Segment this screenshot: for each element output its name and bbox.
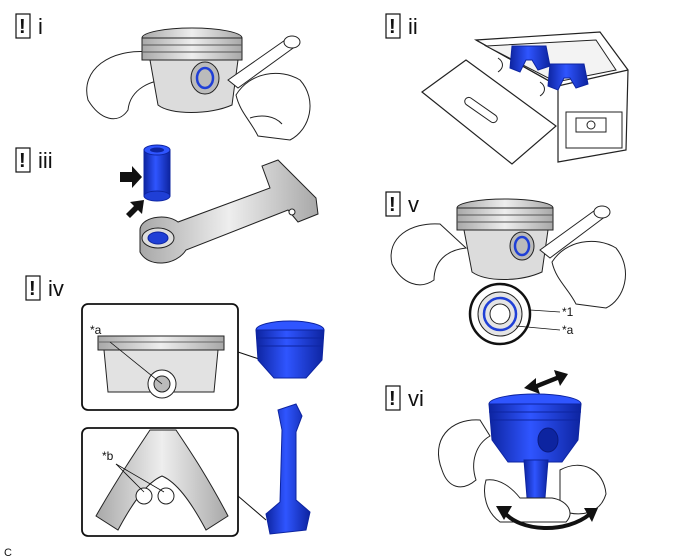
svg-text:*a: *a xyxy=(562,323,574,337)
svg-text:!: ! xyxy=(389,16,396,38)
step-ii-illustration xyxy=(421,31,629,165)
step-i-label: ! i xyxy=(15,13,43,39)
figure-code: C xyxy=(4,547,12,559)
step-iii-label: ! iii xyxy=(15,147,53,173)
svg-text:!: ! xyxy=(19,150,26,172)
insert-arrow-icon xyxy=(126,200,144,218)
svg-text:!: ! xyxy=(389,388,396,410)
svg-text:ii: ii xyxy=(408,14,418,39)
svg-text:v: v xyxy=(408,192,419,217)
rotate-direction-arrow-icon xyxy=(502,510,592,531)
insert-arrow-icon xyxy=(120,166,142,188)
svg-text:vi: vi xyxy=(408,386,424,411)
svg-text:!: ! xyxy=(19,16,26,38)
svg-text:!: ! xyxy=(29,278,36,300)
svg-text:iv: iv xyxy=(48,276,64,301)
step-vi-label: ! vi xyxy=(385,385,424,411)
step-v-illustration: *1 *a xyxy=(390,198,626,346)
svg-text:iii: iii xyxy=(38,148,53,173)
svg-text:i: i xyxy=(38,14,43,39)
svg-text:!: ! xyxy=(389,194,396,216)
svg-text:*a: *a xyxy=(90,323,102,337)
step-i-illustration xyxy=(86,27,311,141)
step-vi-illustration xyxy=(437,370,607,531)
step-iv-label: ! iv xyxy=(25,275,64,301)
slide-direction-arrow-icon xyxy=(524,370,568,394)
step-iv-rod-detail: *b xyxy=(81,403,311,537)
step-v-label: ! v xyxy=(385,191,419,217)
svg-text:*1: *1 xyxy=(562,305,574,319)
step-iv-piston-detail: *a xyxy=(81,303,325,411)
step-iii-illustration xyxy=(120,144,319,264)
svg-text:*b: *b xyxy=(102,449,114,463)
step-ii-label: ! ii xyxy=(385,13,418,39)
